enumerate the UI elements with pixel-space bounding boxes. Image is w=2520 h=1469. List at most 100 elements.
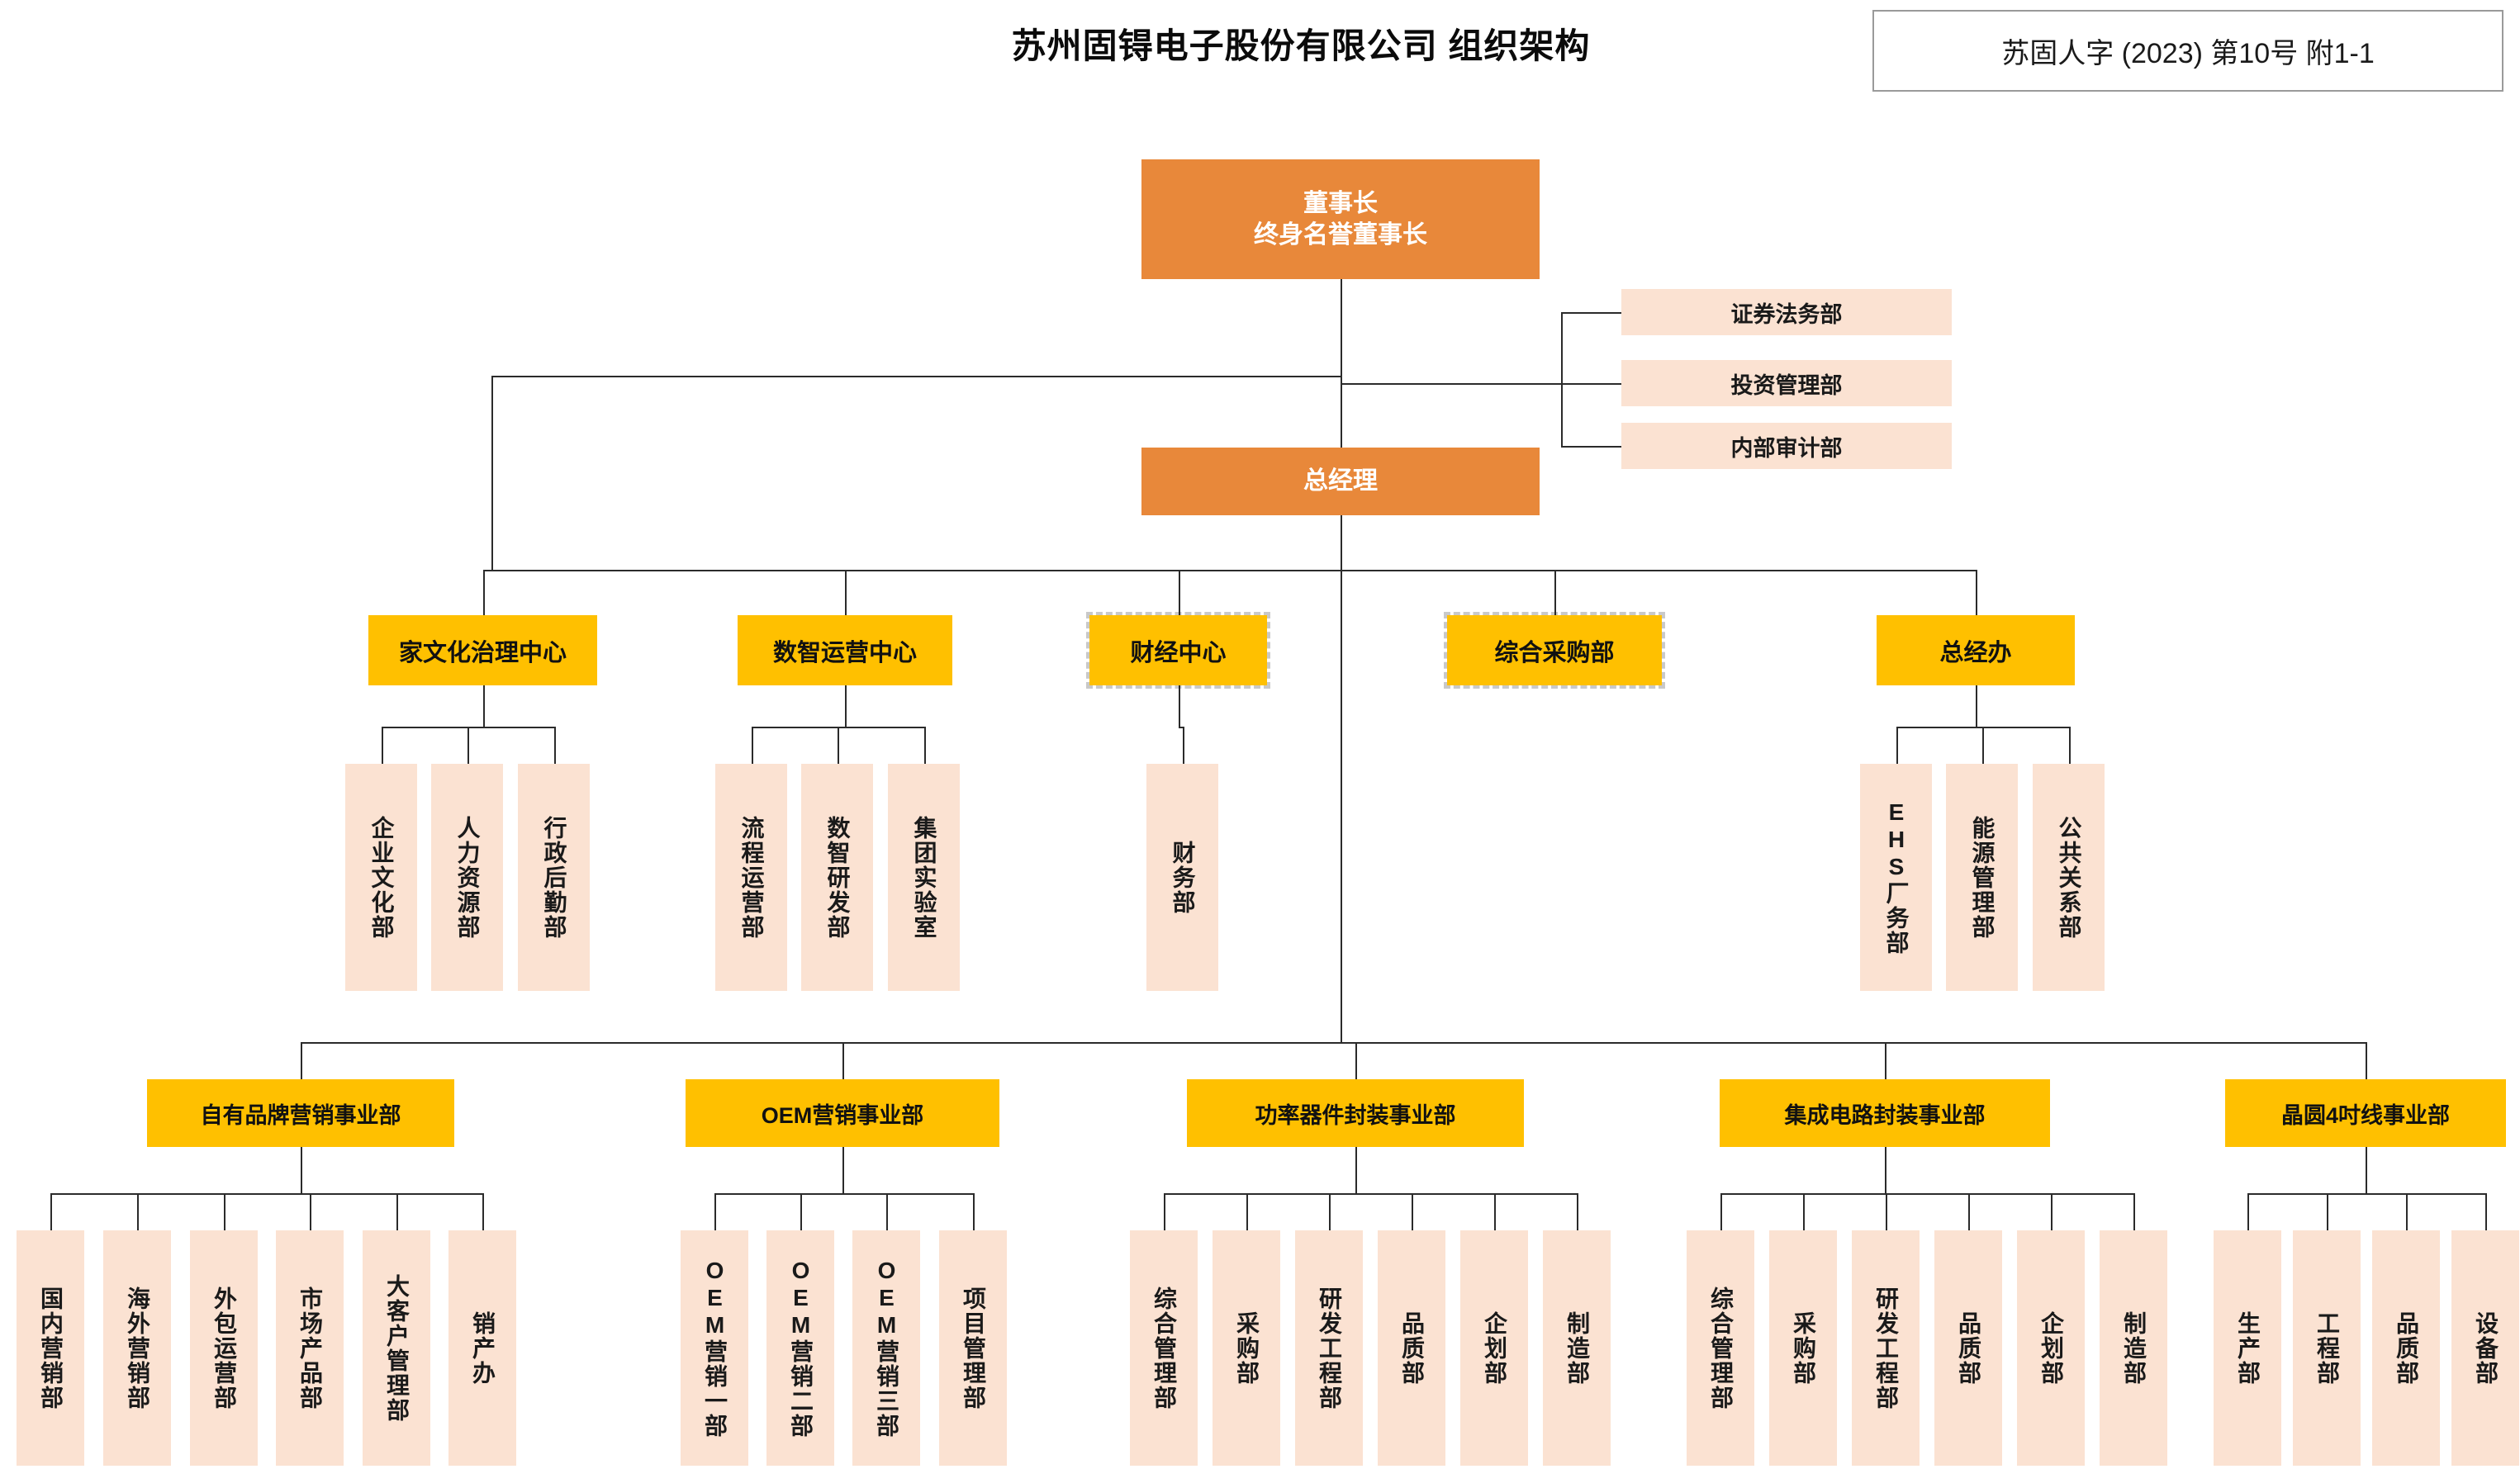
dept-box-oem-marketing-dept-2[interactable]: OEM营销二部 xyxy=(766,1230,834,1466)
dept-box-process-operations-dept[interactable]: 流程运营部 xyxy=(715,764,787,991)
dept-box-human-resources-dept[interactable]: 人力资源部 xyxy=(431,764,503,991)
dept-box-public-relations-dept[interactable]: 公共关系部 xyxy=(2033,764,2105,991)
division-box-power-device-packaging-division[interactable]: 功率器件封装事业部 xyxy=(1187,1079,1524,1147)
connector-line xyxy=(2051,1193,2053,1230)
connector-line xyxy=(1561,383,1621,385)
general-manager-box[interactable]: 总经理 xyxy=(1141,448,1540,515)
dept-box-pd-quality-dept[interactable]: 品质部 xyxy=(1378,1230,1445,1466)
connector-line xyxy=(845,685,847,727)
connector-line xyxy=(1886,1193,1887,1230)
dept-box-pd-planning-dept[interactable]: 企划部 xyxy=(1460,1230,1528,1466)
connector-line xyxy=(751,727,924,728)
connector-line xyxy=(1329,1193,1331,1230)
connector-line xyxy=(2366,1042,2367,1079)
connector-line xyxy=(1968,1193,1970,1230)
staff-dept-internal-audit[interactable]: 内部审计部 xyxy=(1621,423,1952,469)
dept-box-group-laboratory[interactable]: 集团实验室 xyxy=(888,764,960,991)
document-number-text: 苏固人字 (2023) 第10号 附1-1 xyxy=(2001,38,2375,69)
dept-box-ic-rd-engineering-dept[interactable]: 研发工程部 xyxy=(1852,1230,1920,1466)
connector-line xyxy=(1182,727,1184,764)
connector-line xyxy=(842,1042,844,1079)
dept-box-wafer-engineering-dept[interactable]: 工程部 xyxy=(2293,1230,2361,1466)
center-box-finance-center[interactable]: 财经中心 xyxy=(1086,612,1270,689)
dept-box-wafer-equipment-dept[interactable]: 设备部 xyxy=(2451,1230,2519,1466)
connector-line xyxy=(1720,1193,1722,1230)
staff-dept-securities-legal[interactable]: 证券法务部 xyxy=(1621,289,1952,335)
division-box-wafer-4inch-line-division[interactable]: 晶圆4吋线事业部 xyxy=(2225,1079,2506,1147)
connector-line xyxy=(1355,1042,1357,1079)
dept-box-outsourcing-operations-dept[interactable]: 外包运营部 xyxy=(190,1230,258,1466)
connector-line xyxy=(1885,1042,1886,1079)
dept-box-domestic-marketing-dept[interactable]: 国内营销部 xyxy=(17,1230,84,1466)
connector-line xyxy=(923,727,926,764)
connector-line xyxy=(301,1042,302,1079)
connector-line xyxy=(1164,1193,1165,1230)
connector-line xyxy=(1412,1193,1413,1230)
dept-box-market-product-dept[interactable]: 市场产品部 xyxy=(276,1230,344,1466)
connector-line xyxy=(1178,727,1183,728)
dept-box-ic-procurement-dept[interactable]: 采购部 xyxy=(1769,1230,1837,1466)
connector-line xyxy=(381,727,383,764)
connector-line xyxy=(751,727,753,764)
dept-box-wafer-production-dept[interactable]: 生产部 xyxy=(2214,1230,2281,1466)
dept-box-ic-planning-dept[interactable]: 企划部 xyxy=(2017,1230,2085,1466)
connector-line xyxy=(482,570,1976,571)
dept-box-energy-management-dept[interactable]: 能源管理部 xyxy=(1946,764,2018,991)
dept-box-wafer-quality-dept[interactable]: 品质部 xyxy=(2372,1230,2440,1466)
connector-line xyxy=(1561,446,1621,448)
dept-box-ic-quality-dept[interactable]: 品质部 xyxy=(1934,1230,2002,1466)
connector-line xyxy=(886,1193,888,1230)
dept-box-digital-rd-dept[interactable]: 数智研发部 xyxy=(801,764,873,991)
connector-line xyxy=(1720,1193,2133,1195)
dept-box-project-management-dept[interactable]: 项目管理部 xyxy=(939,1230,1007,1466)
connector-line xyxy=(1164,1193,1577,1195)
dept-box-pd-manufacturing-dept[interactable]: 制造部 xyxy=(1543,1230,1611,1466)
center-box-digital-operations-center[interactable]: 数智运营中心 xyxy=(738,615,952,685)
center-box-family-culture-center[interactable]: 家文化治理中心 xyxy=(368,615,597,685)
dept-box-corporate-culture-dept[interactable]: 企业文化部 xyxy=(345,764,417,991)
connector-line xyxy=(1341,383,1561,385)
dept-box-finance-dept[interactable]: 财务部 xyxy=(1146,764,1218,991)
division-box-oem-marketing-division[interactable]: OEM营销事业部 xyxy=(686,1079,999,1147)
connector-line xyxy=(1577,1193,1578,1230)
dept-box-ic-manufacturing-dept[interactable]: 制造部 xyxy=(2100,1230,2167,1466)
chairman-box[interactable]: 董事长终身名誉董事长 xyxy=(1141,159,1540,279)
connector-line xyxy=(2068,727,2071,764)
connector-line xyxy=(1803,1193,1805,1230)
dept-box-pd-general-management-dept[interactable]: 综合管理部 xyxy=(1130,1230,1198,1466)
chairman-title-line1: 董事长 xyxy=(1303,190,1378,217)
connector-line xyxy=(1554,570,1556,615)
dept-box-pd-procurement-dept[interactable]: 采购部 xyxy=(1213,1230,1280,1466)
connector-line xyxy=(1341,570,1342,1042)
connector-line xyxy=(1178,570,1180,615)
connector-line xyxy=(2485,1193,2487,1230)
division-box-own-brand-marketing-division[interactable]: 自有品牌营销事业部 xyxy=(147,1079,454,1147)
connector-line xyxy=(553,727,556,764)
connector-line xyxy=(2247,1193,2485,1195)
staff-dept-investment-mgmt[interactable]: 投资管理部 xyxy=(1621,360,1952,406)
connector-line xyxy=(800,1193,802,1230)
connector-line xyxy=(467,727,469,764)
dept-box-key-account-management-dept[interactable]: 大客户管理部 xyxy=(363,1230,430,1466)
dept-box-oem-marketing-dept-3[interactable]: OEM营销三部 xyxy=(852,1230,920,1466)
center-box-gm-office[interactable]: 总经办 xyxy=(1877,615,2075,685)
connector-line xyxy=(482,570,485,615)
connector-line xyxy=(396,1193,398,1230)
page-title: 苏州固锝电子股份有限公司 组织架构 xyxy=(1011,26,1591,65)
connector-line xyxy=(1246,1193,1248,1230)
dept-box-sales-production-office[interactable]: 销产办 xyxy=(448,1230,516,1466)
dept-box-overseas-marketing-dept[interactable]: 海外营销部 xyxy=(103,1230,171,1466)
dept-box-admin-logistics-dept[interactable]: 行政后勤部 xyxy=(518,764,590,991)
dept-box-pd-rd-engineering-dept[interactable]: 研发工程部 xyxy=(1295,1230,1363,1466)
connector-line xyxy=(837,727,839,764)
dept-box-ic-general-management-dept[interactable]: 综合管理部 xyxy=(1687,1230,1754,1466)
center-box-general-procurement-dept[interactable]: 综合采购部 xyxy=(1444,612,1665,689)
connector-line xyxy=(1494,1193,1496,1230)
dept-box-ehs-plant-affairs-dept[interactable]: EHS厂务部 xyxy=(1860,764,1932,991)
connector-line xyxy=(973,1193,975,1230)
dept-box-oem-marketing-dept-1[interactable]: OEM营销一部 xyxy=(681,1230,748,1466)
division-box-ic-packaging-division[interactable]: 集成电路封装事业部 xyxy=(1720,1079,2050,1147)
connector-line xyxy=(1885,1147,1886,1193)
connector-line xyxy=(1561,312,1563,446)
